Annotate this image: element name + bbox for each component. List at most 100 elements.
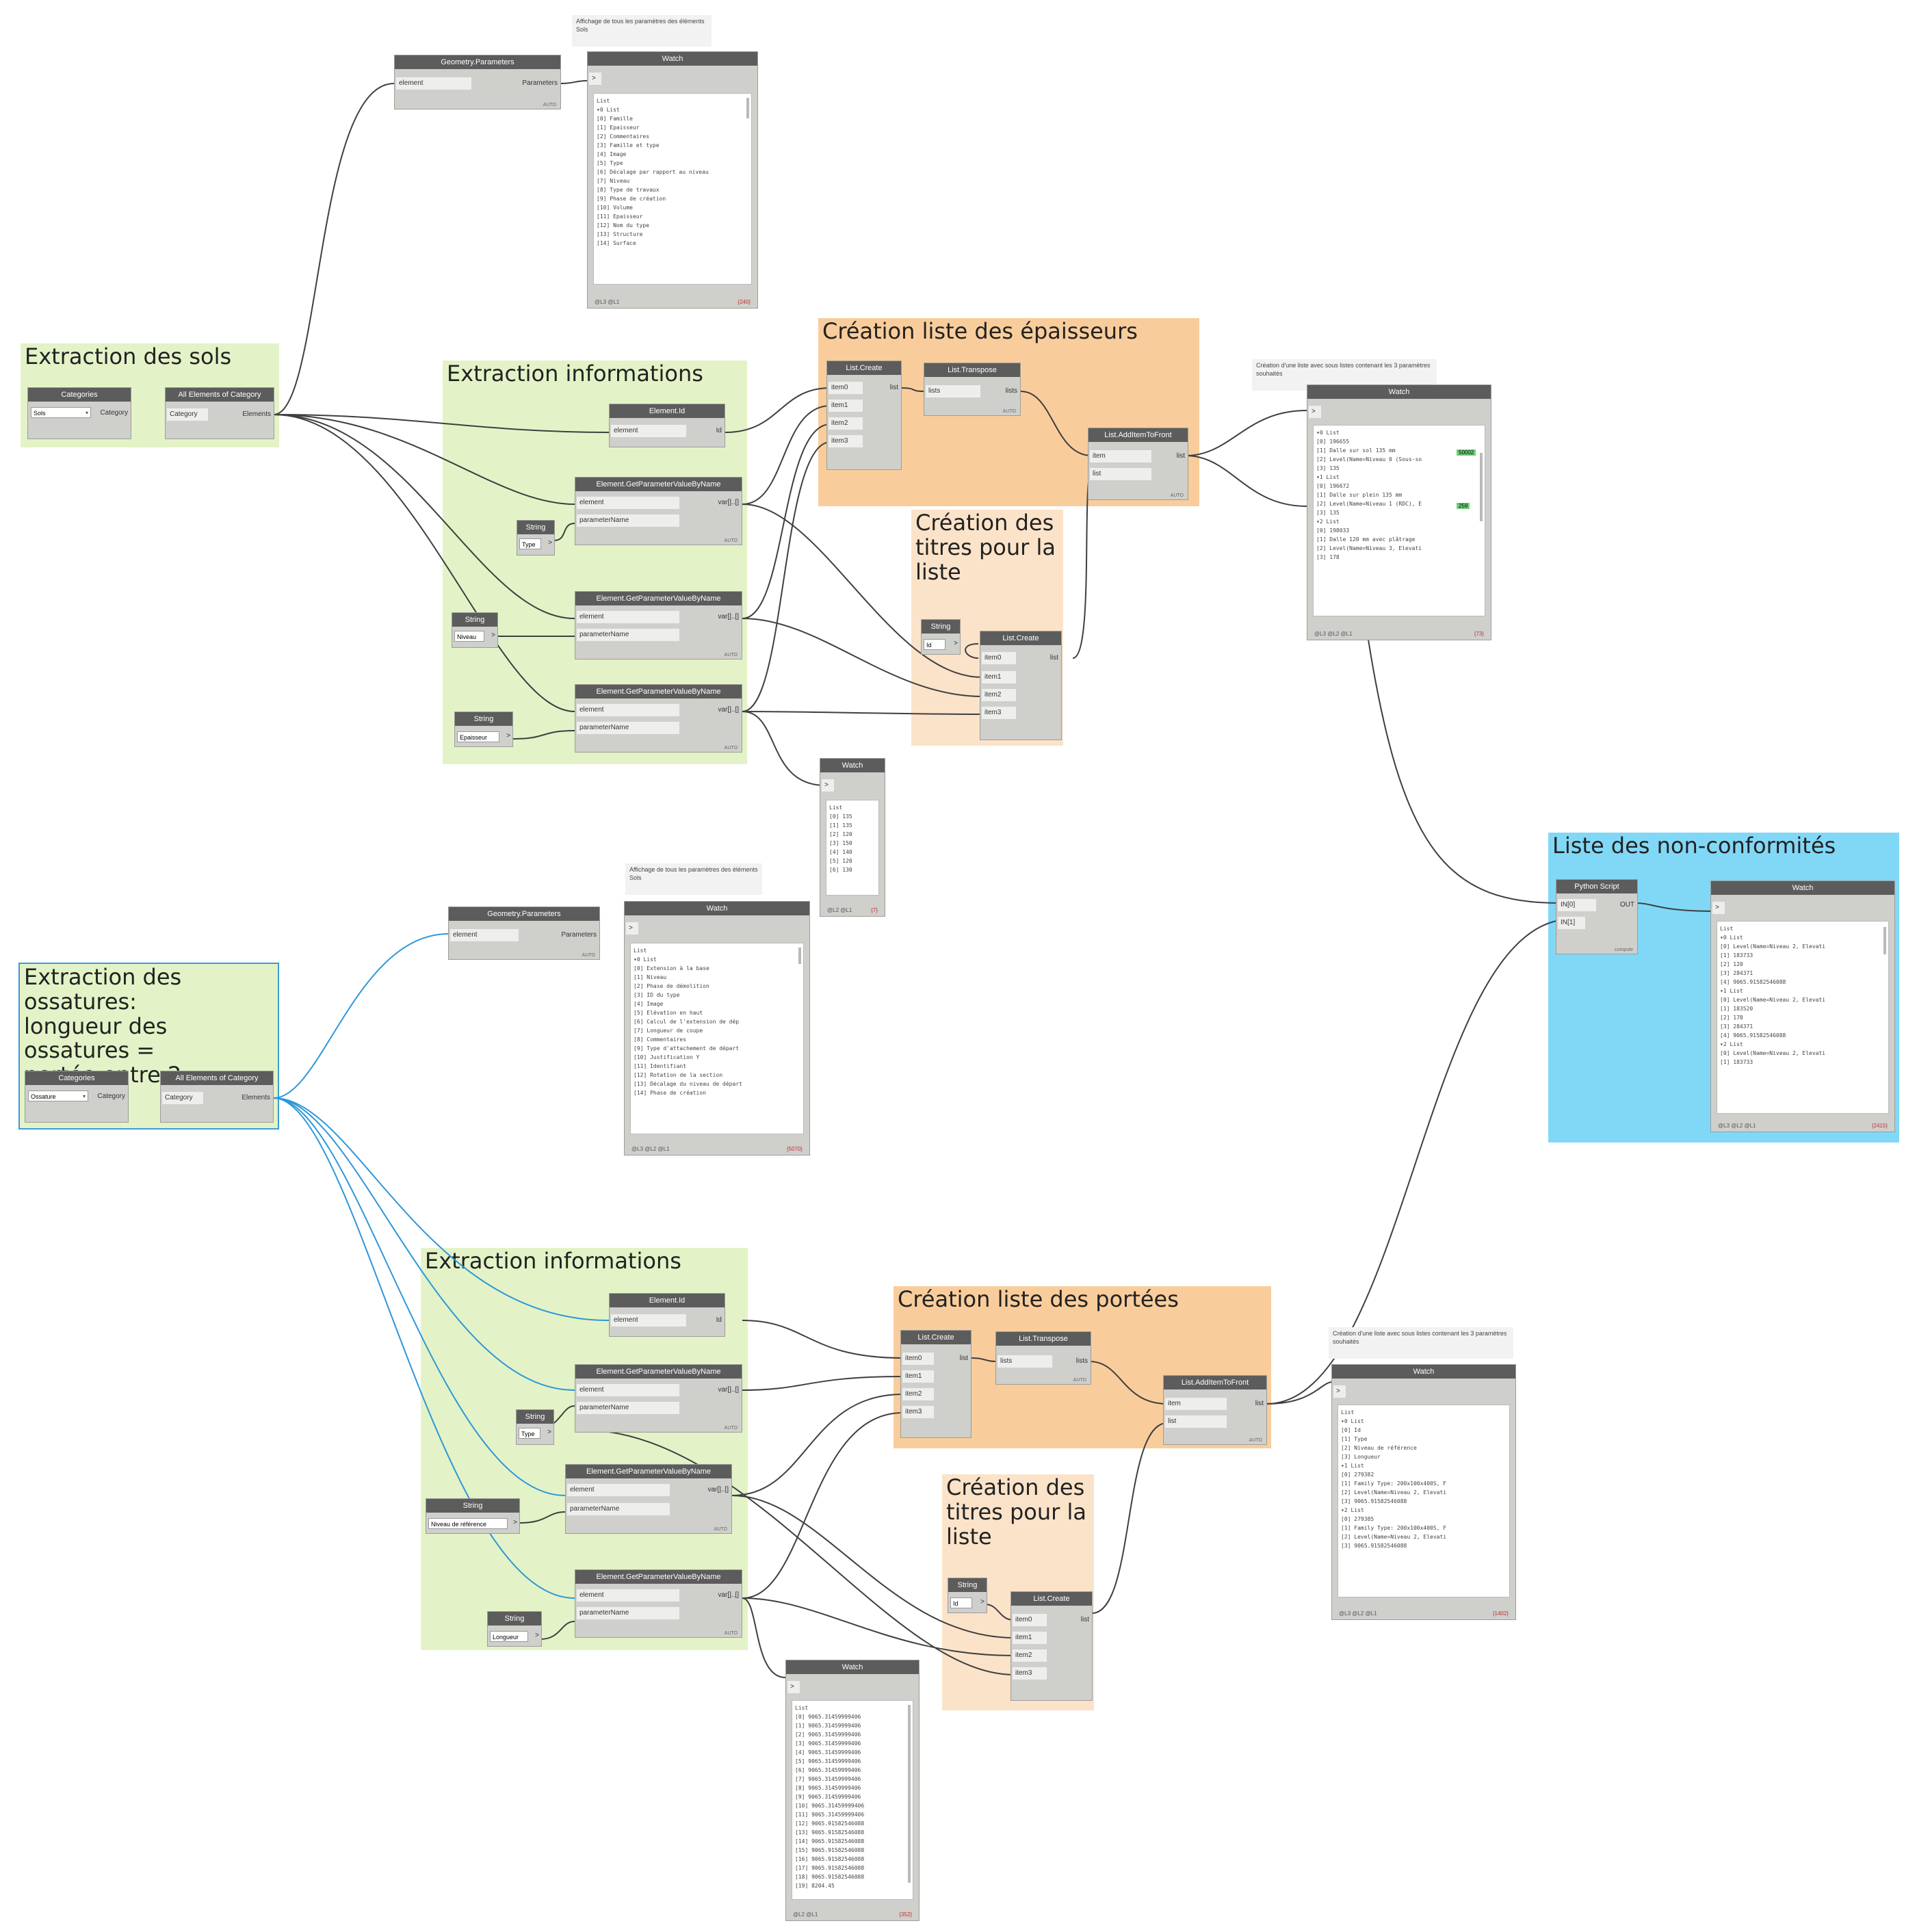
input-port-element[interactable]: element: [577, 1384, 679, 1396]
output-port-elements[interactable]: Elements: [242, 1094, 270, 1101]
list-transpose-node-portees[interactable]: List.Transpose lists lists AUTO: [995, 1331, 1091, 1385]
input-port[interactable]: >: [1712, 902, 1725, 914]
scrollbar[interactable]: [1480, 453, 1483, 521]
string-node-niveau-top[interactable]: String Niveau >: [452, 612, 498, 648]
watch-output[interactable]: List ▾0 List [0] Famille [1] Epaisseur […: [593, 93, 752, 285]
output-port-list[interactable]: list: [1176, 452, 1185, 460]
input-port-category[interactable]: Category: [162, 1092, 203, 1104]
input-port-item2[interactable]: item2: [1013, 1649, 1047, 1662]
string-value[interactable]: Type: [519, 538, 541, 549]
input-port[interactable]: >: [626, 922, 638, 935]
output-port-var[interactable]: var[]..[]: [707, 1486, 729, 1493]
output-port-var[interactable]: var[]..[]: [718, 1591, 739, 1599]
string-value[interactable]: Id: [950, 1597, 972, 1608]
element-id-node-top[interactable]: Element.Id element Id: [609, 404, 725, 447]
input-port-item3[interactable]: item3: [829, 435, 863, 447]
input-port-element[interactable]: element: [396, 77, 471, 90]
input-port-list[interactable]: list: [1090, 468, 1151, 480]
output-port-lists[interactable]: lists: [1005, 387, 1017, 395]
list-create-node-epaisseurs[interactable]: List.Create item0 item1 item2 item3 list: [826, 361, 902, 470]
input-port-item3[interactable]: item3: [982, 707, 1016, 719]
output-port-id[interactable]: Id: [716, 1316, 722, 1324]
input-port-item1[interactable]: item1: [829, 400, 863, 412]
output-port-lists[interactable]: lists: [1075, 1357, 1088, 1365]
input-port-parametername[interactable]: parameterName: [577, 1607, 679, 1619]
input-port[interactable]: >: [822, 779, 834, 792]
list-create-node-portees[interactable]: List.Create item0 item1 item2 item3 list: [900, 1330, 971, 1438]
input-port-element[interactable]: element: [577, 497, 679, 509]
string-node-type-top[interactable]: String Type >: [517, 520, 555, 556]
output-port-list[interactable]: list: [1080, 1616, 1089, 1623]
output-port-var[interactable]: var[]..[]: [718, 1386, 739, 1394]
output-port-category[interactable]: Category: [97, 1093, 125, 1100]
list-add-item-to-front-node-portees[interactable]: List.AddItemToFront item list list AUTO: [1163, 1375, 1267, 1445]
input-port-element[interactable]: element: [577, 611, 679, 623]
input-port-parametername[interactable]: parameterName: [577, 1402, 679, 1414]
input-port-element[interactable]: element: [450, 929, 519, 941]
get-parameter-node-type-top[interactable]: Element.GetParameterValueByName element …: [575, 477, 742, 545]
input-port[interactable]: >: [1309, 406, 1321, 418]
watch-output[interactable]: List ▾0 List [0] Extension à la base [1]…: [630, 943, 804, 1134]
string-value[interactable]: Type: [519, 1428, 540, 1439]
input-port-list[interactable]: list: [1165, 1415, 1227, 1428]
output-port[interactable]: >: [954, 640, 958, 647]
scrollbar[interactable]: [746, 98, 749, 118]
watch-output[interactable]: List ▾0 List [0] Id [1] Type [2] Niveau …: [1338, 1405, 1510, 1597]
string-node-epaisseur[interactable]: String Epaisseur >: [454, 712, 513, 747]
watch-output[interactable]: List [0] 135 [1] 135 [2] 120 [3] 150 [4]…: [826, 800, 879, 896]
input-port[interactable]: >: [787, 1681, 800, 1693]
watch-node-ossatures-params[interactable]: Watch > List ▾0 List [0] Extension à la …: [624, 901, 810, 1156]
input-port-element[interactable]: element: [567, 1484, 670, 1496]
input-port-item[interactable]: item: [1090, 450, 1151, 462]
string-node-longueur[interactable]: String Longueur >: [487, 1611, 542, 1647]
string-value[interactable]: Niveau de référence: [428, 1518, 508, 1529]
list-create-node-titres-bottom[interactable]: List.Create item0 item1 item2 item3 list: [1010, 1591, 1093, 1701]
watch-node-small[interactable]: Watch > List [0] 135 [1] 135 [2] 120 [3]…: [820, 758, 885, 917]
output-port-id[interactable]: Id: [716, 427, 722, 434]
scrollbar[interactable]: [908, 1705, 911, 1883]
input-port-element[interactable]: element: [611, 425, 686, 437]
output-port[interactable]: >: [547, 1428, 551, 1436]
output-port-var[interactable]: var[]..[]: [718, 706, 739, 714]
string-node-id-bottom[interactable]: String Id >: [948, 1578, 987, 1613]
output-port-list[interactable]: list: [889, 384, 898, 391]
output-port-var[interactable]: var[]..[]: [718, 613, 739, 621]
output-port-var[interactable]: var[]..[]: [718, 499, 739, 506]
input-port[interactable]: >: [589, 73, 601, 85]
watch-output[interactable]: List ▾0 List [0] Level(Name=Niveau 2, El…: [1717, 921, 1889, 1114]
get-parameter-node-longueur[interactable]: Element.GetParameterValueByName element …: [575, 1569, 742, 1638]
output-port[interactable]: >: [980, 1598, 984, 1606]
input-port-element[interactable]: element: [611, 1314, 686, 1327]
get-parameter-node-niveau-top[interactable]: Element.GetParameterValueByName element …: [575, 591, 742, 660]
input-port-item0[interactable]: item0: [829, 382, 863, 394]
watch-node-portees[interactable]: Watch > List ▾0 List [0] Id [1] Type [2]…: [1331, 1364, 1516, 1620]
output-port[interactable]: >: [535, 1632, 539, 1639]
string-value[interactable]: Longueur: [490, 1631, 528, 1642]
scrollbar[interactable]: [798, 948, 801, 964]
input-port-item0[interactable]: item0: [982, 652, 1016, 664]
string-value[interactable]: Epaisseur: [457, 731, 499, 742]
input-port-item2[interactable]: item2: [902, 1388, 934, 1400]
watch-node-longueurs[interactable]: Watch > List [0] 9065.31459999406 [1] 90…: [785, 1660, 920, 1921]
watch-output[interactable]: ▾0 List [0] 196655 [1] Dalle sur sol 135…: [1313, 425, 1485, 616]
output-port-category[interactable]: Category: [100, 409, 128, 417]
geometry-parameters-node-sols[interactable]: Geometry.Parameters element Parameters A…: [394, 55, 561, 109]
categories-node-sols[interactable]: Categories Sols▾ Category: [27, 387, 131, 439]
output-port-list[interactable]: list: [959, 1355, 968, 1362]
string-value[interactable]: Id: [924, 639, 946, 650]
input-port-item3[interactable]: item3: [902, 1406, 934, 1418]
input-port-item0[interactable]: item0: [1013, 1614, 1047, 1626]
input-port-element[interactable]: element: [577, 1589, 679, 1602]
get-parameter-node-niveau-ref[interactable]: Element.GetParameterValueByName element …: [565, 1464, 732, 1534]
watch-output[interactable]: List [0] 9065.31459999406 [1] 9065.31459…: [792, 1700, 913, 1900]
output-port[interactable]: >: [491, 631, 495, 639]
input-port-element[interactable]: element: [577, 704, 679, 716]
scrollbar[interactable]: [1883, 927, 1886, 954]
input-port-item1[interactable]: item1: [1013, 1632, 1047, 1644]
input-port-item1[interactable]: item1: [902, 1370, 934, 1383]
output-port[interactable]: >: [548, 539, 552, 547]
output-port[interactable]: >: [513, 1519, 517, 1526]
category-dropdown[interactable]: Ossature▾: [28, 1091, 88, 1101]
input-port-parametername[interactable]: parameterName: [577, 629, 679, 641]
output-port[interactable]: >: [506, 732, 510, 740]
